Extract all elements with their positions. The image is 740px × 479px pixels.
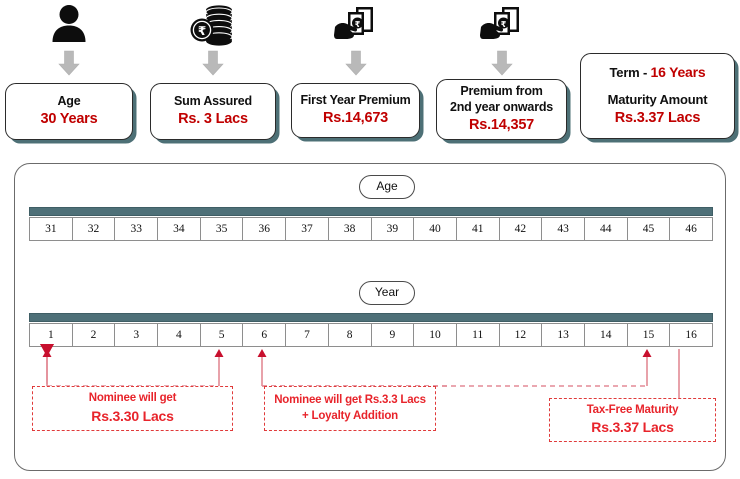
year-cell: 10 <box>413 323 457 347</box>
term-label: Term - <box>609 64 651 80</box>
summary-card-value: Rs.14,673 <box>322 110 389 127</box>
callout-box-2: Nominee will get Rs.3.3 Lacs + Loyalty Ad… <box>264 386 436 431</box>
year-cell: 2 <box>71 323 116 347</box>
term-line: Term - 16 Years <box>610 64 706 80</box>
age-cell: 38 <box>327 217 372 241</box>
callout-line-2: Rs.3.30 Lacs <box>91 407 174 424</box>
age-cell: 32 <box>71 217 116 241</box>
age-cell: 42 <box>498 217 543 241</box>
maturity-label: Maturity Amount <box>607 91 708 107</box>
summary-card-label: Sum Assured <box>174 93 252 108</box>
summary-card-value: 30 Years <box>40 111 98 128</box>
year-pill-label: Year <box>359 281 415 305</box>
cash-hand-icon: ₹ <box>333 7 373 39</box>
year-cell: 15 <box>626 323 671 347</box>
summary-card-column-4: ₹ <box>436 0 567 78</box>
cash-hand-icon-wrap: ₹ <box>291 0 420 48</box>
year-cell: 14 <box>583 323 628 347</box>
year-pill-text: Year <box>374 285 400 299</box>
down-arrow-icon <box>58 50 80 76</box>
svg-text:₹: ₹ <box>198 24 206 38</box>
svg-text:₹: ₹ <box>500 20 506 29</box>
age-track-bar <box>29 207 713 216</box>
year-cell: 12 <box>498 323 543 347</box>
year-cell: 16 <box>669 323 713 347</box>
year-cell: 8 <box>327 323 372 347</box>
cash-hand-icon-wrap: ₹ <box>436 0 567 48</box>
summary-card-column-1 <box>5 0 133 78</box>
person-icon <box>52 5 86 42</box>
summary-card-column-3: ₹ <box>291 0 420 78</box>
age-cell: 40 <box>413 217 457 241</box>
callout-line-1: Nominee will get Rs.3.3 Lacs <box>274 393 426 406</box>
year-cell: 11 <box>455 323 500 347</box>
year-cell: 6 <box>242 323 287 347</box>
down-arrow-icon-wrap <box>436 48 567 78</box>
age-cell: 41 <box>455 217 500 241</box>
age-pill-label: Age <box>359 175 415 199</box>
coins-rupee-icon-wrap: ₹ <box>150 0 276 48</box>
down-arrow-icon <box>344 50 367 76</box>
age-cell: 37 <box>285 217 329 241</box>
year-cell: 7 <box>285 323 329 347</box>
callout-line-1: Tax-Free Maturity <box>586 403 679 416</box>
year-cell: 5 <box>199 323 244 347</box>
age-cell: 36 <box>242 217 287 241</box>
callout-line-1: Nominee will get <box>88 392 177 405</box>
term-maturity-card: Term - 16 Years Maturity Amount Rs.3.37 … <box>580 53 735 139</box>
year-cell: 4 <box>157 323 201 347</box>
down-arrow-icon-wrap <box>291 48 420 78</box>
age-cell: 44 <box>583 217 628 241</box>
age-cell: 39 <box>370 217 415 241</box>
year-track-bar <box>29 313 713 322</box>
summary-card-column-2: ₹ <box>150 0 276 78</box>
age-cell: 46 <box>669 217 713 241</box>
down-arrow-icon-wrap <box>5 48 133 78</box>
person-icon-wrap <box>5 0 133 48</box>
summary-card-value: Rs.14,357 <box>468 117 535 134</box>
age-cell: 35 <box>199 217 244 241</box>
age-cell: 31 <box>29 217 73 241</box>
age-cell: 34 <box>157 217 201 241</box>
age-pill-text: Age <box>376 179 398 193</box>
down-arrow-icon-wrap <box>150 48 276 78</box>
down-arrow-icon <box>490 50 513 76</box>
cash-hand-icon: ₹ <box>479 7 519 39</box>
callout-line-2: + Loyalty Addition <box>302 409 398 422</box>
year-cell: 1 <box>29 323 73 347</box>
svg-text:₹: ₹ <box>354 20 360 29</box>
maturity-value: Rs.3.37 Lacs <box>614 110 701 127</box>
age-cell: 33 <box>114 217 159 241</box>
summary-card-value: Rs. 3 Lacs <box>178 111 248 128</box>
age-cell: 45 <box>626 217 671 241</box>
summary-card-label: Age <box>57 93 81 108</box>
year-cell: 9 <box>370 323 415 347</box>
age-cell: 43 <box>541 217 585 241</box>
coins-rupee-icon: ₹ <box>190 5 233 46</box>
callout-line-2: Rs.3.37 Lacs <box>591 419 674 436</box>
term-value: 16 Years <box>650 63 706 80</box>
year-cell: 13 <box>541 323 585 347</box>
down-arrow-icon <box>202 50 224 76</box>
summary-card-1: Age 30 Years <box>5 83 133 140</box>
year-cell: 3 <box>114 323 159 347</box>
summary-card-label: First Year Premium <box>300 92 411 107</box>
